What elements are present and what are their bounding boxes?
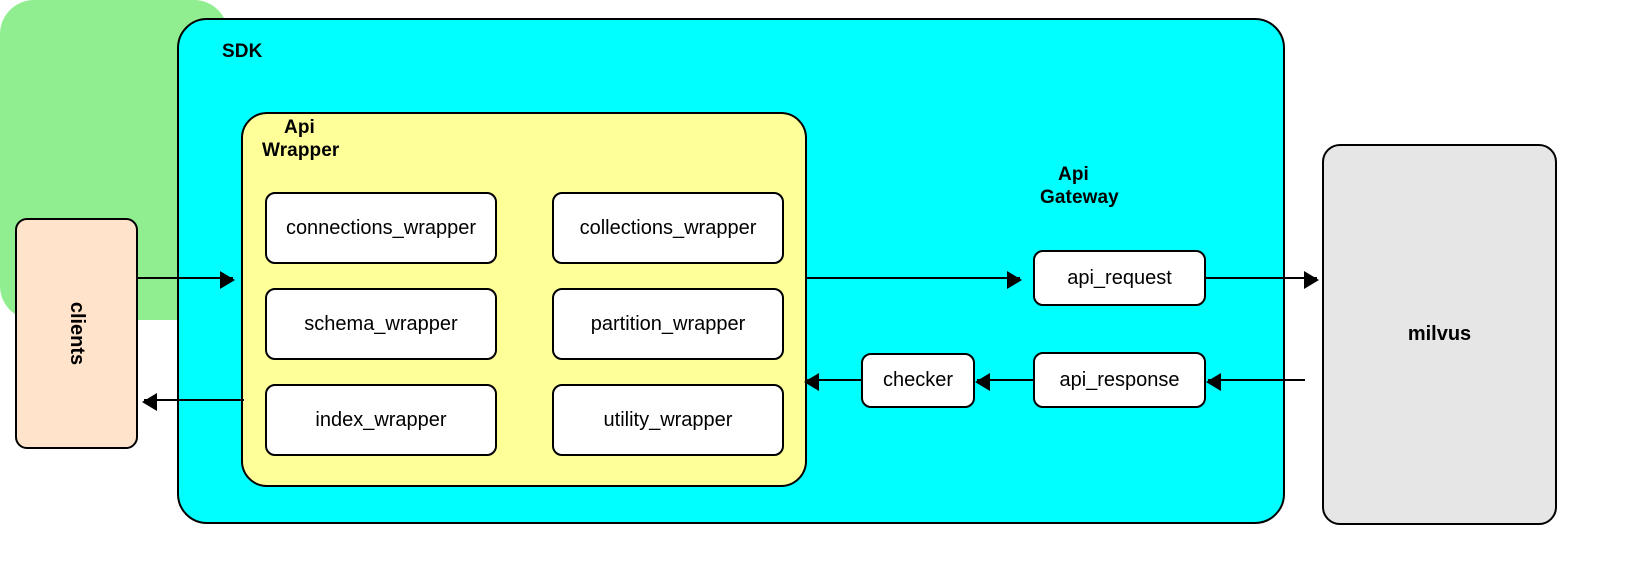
edge-checker-to-api-wrapper [804, 373, 861, 391]
edge-api-wrapper-to-clients [142, 393, 244, 411]
node-label: utility_wrapper [603, 408, 733, 431]
edge-clients-to-api-wrapper [138, 271, 235, 289]
node-partition-wrapper[interactable]: partition_wrapper [552, 288, 784, 360]
node-label: connections_wrapper [285, 216, 477, 239]
node-utility-wrapper[interactable]: utility_wrapper [552, 384, 784, 456]
node-api-request[interactable]: api_request [1033, 250, 1206, 306]
node-label: schema_wrapper [304, 312, 458, 335]
sdk-label: SDK [222, 41, 263, 62]
node-label: index_wrapper [315, 408, 447, 431]
node-collections-wrapper[interactable]: collections_wrapper [552, 192, 784, 264]
clients-box[interactable]: clients [15, 218, 138, 449]
node-checker[interactable]: checker [861, 353, 975, 408]
node-label: partition_wrapper [590, 312, 746, 335]
milvus-label: milvus [1407, 323, 1472, 345]
edge-api-request-to-milvus [1206, 271, 1319, 289]
edge-api-response-to-checker [975, 373, 1033, 391]
api-wrapper-label: Api Wrapper [262, 117, 340, 161]
api-gateway-label: Api Gateway [1040, 164, 1119, 208]
node-schema-wrapper[interactable]: schema_wrapper [265, 288, 497, 360]
clients-label: clients [65, 301, 88, 366]
node-api-response[interactable]: api_response [1033, 352, 1206, 408]
edge-milvus-to-api-response [1206, 373, 1305, 391]
node-connections-wrapper[interactable]: connections_wrapper [265, 192, 497, 264]
node-label: checker [882, 369, 954, 391]
milvus-box[interactable]: milvus [1322, 144, 1557, 525]
edge-api-wrapper-to-api-request [806, 271, 1022, 289]
node-label: api_request [1067, 266, 1172, 289]
node-index-wrapper[interactable]: index_wrapper [265, 384, 497, 456]
node-label: collections_wrapper [579, 216, 757, 239]
node-label: api_response [1059, 368, 1180, 391]
